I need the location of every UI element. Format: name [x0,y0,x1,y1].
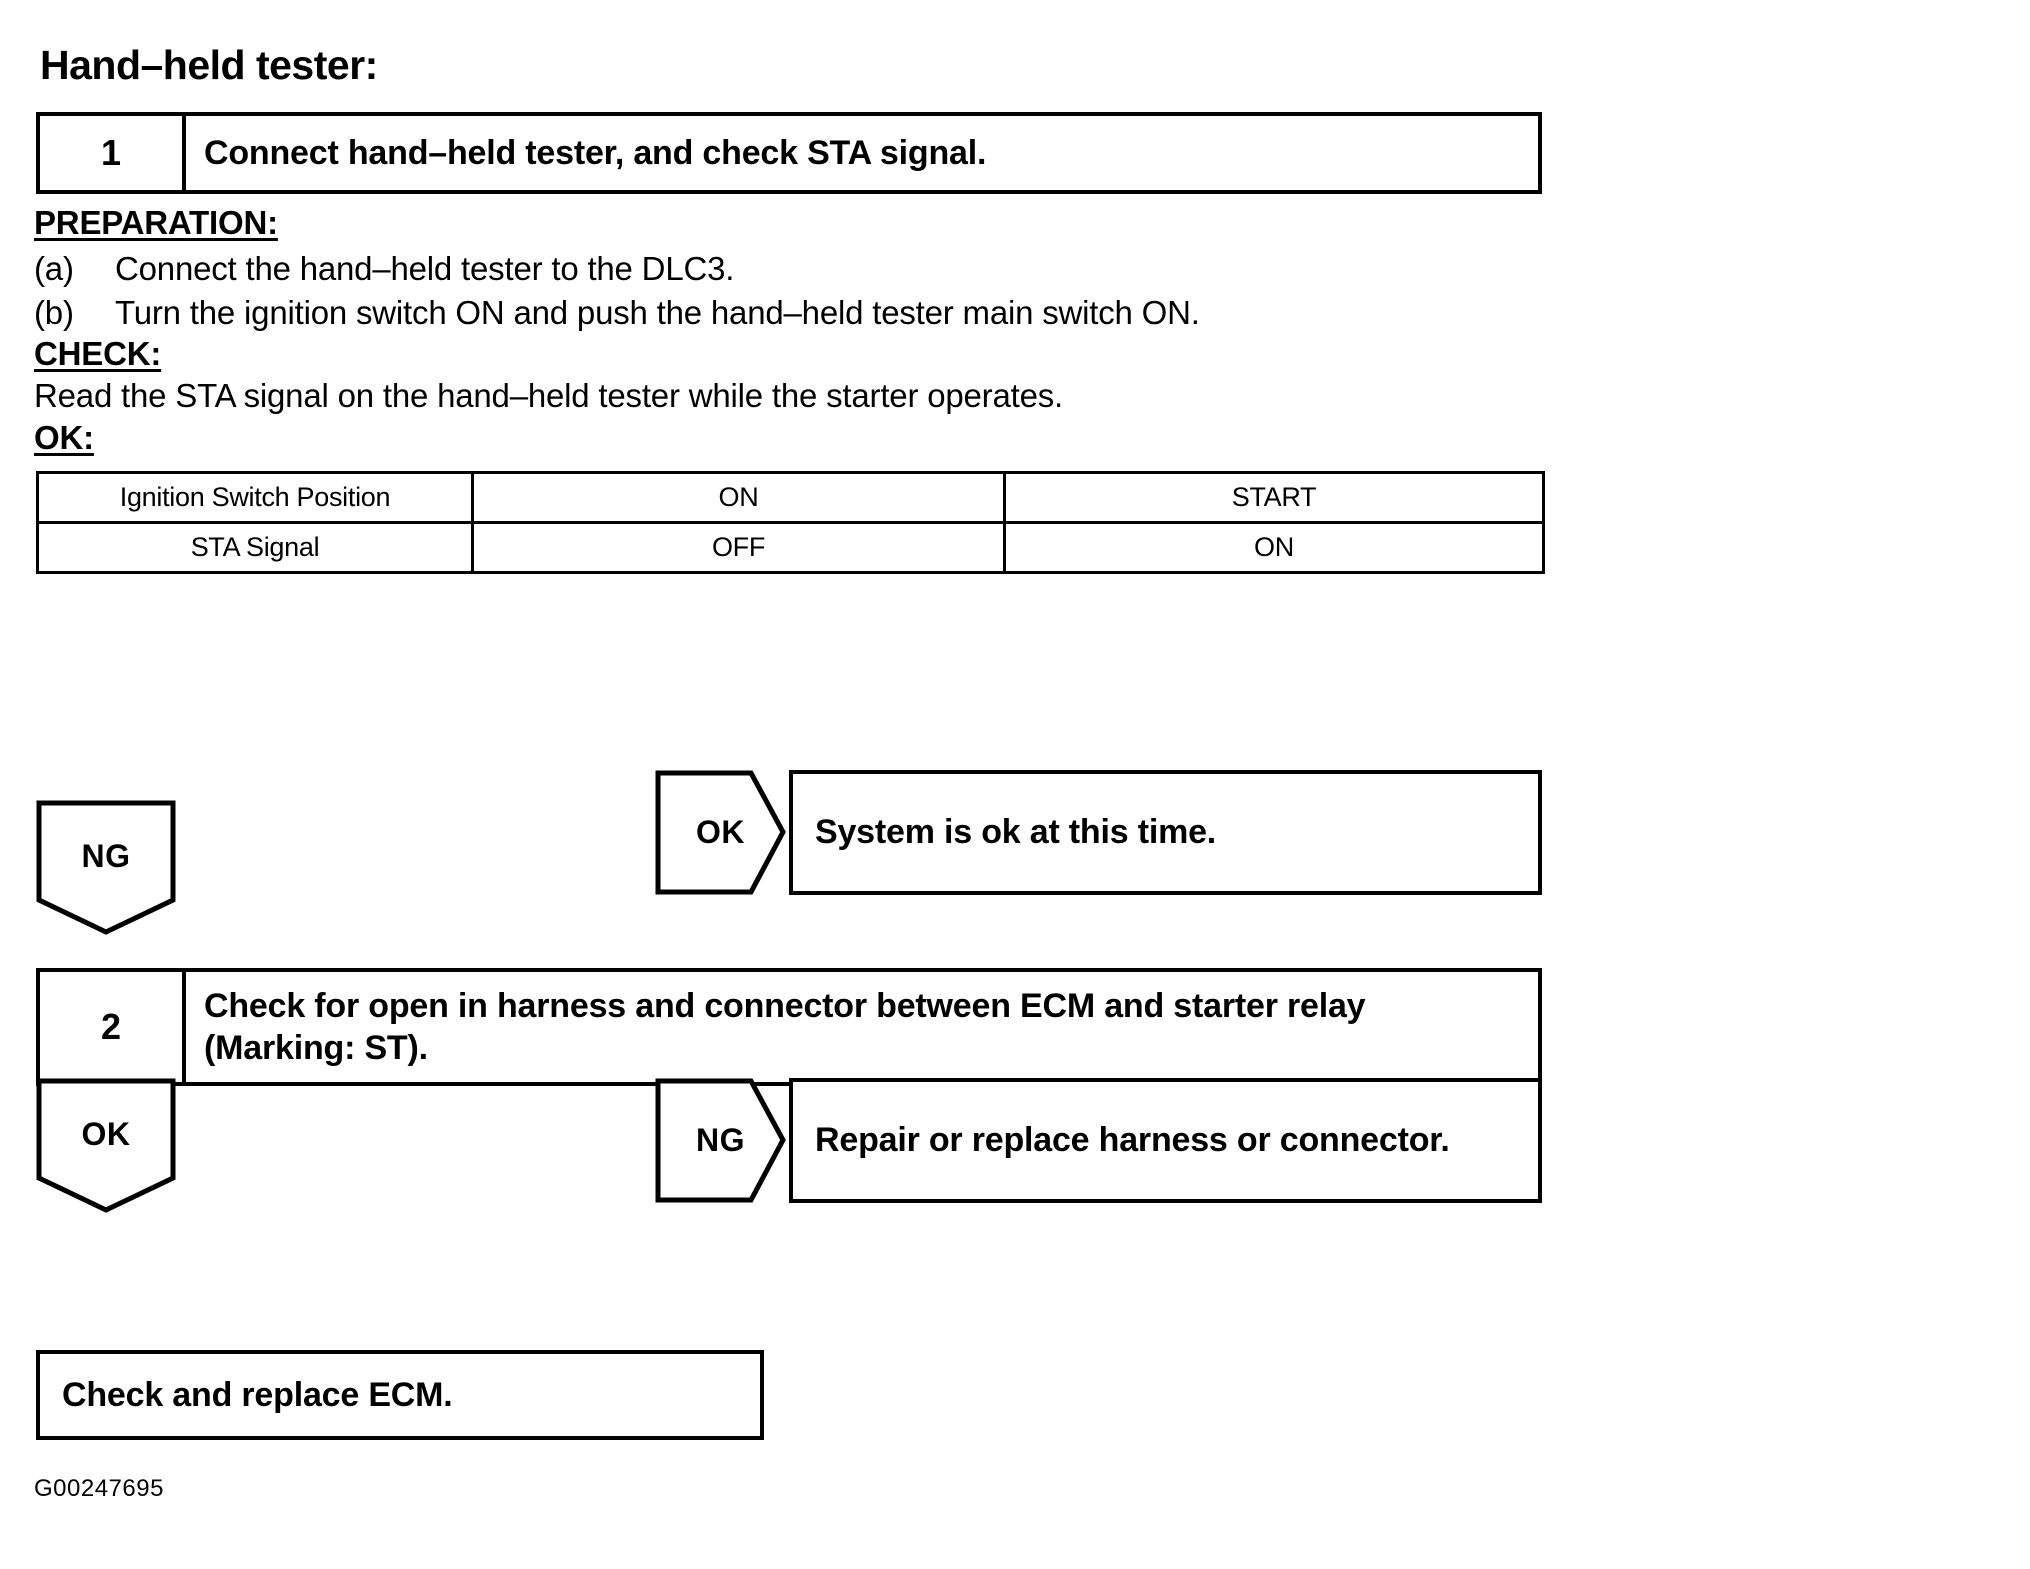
preparation-item-a-marker: (a) [34,250,74,287]
cell-ignition-on: ON [471,471,1006,524]
outcome-system-ok-text: System is ok at this time. [815,813,1217,851]
branch-label-ng: NG [696,1122,745,1158]
step-1-text: Connect hand–held tester, and check STA … [204,133,987,172]
row-header-ignition-switch-position: Ignition Switch Position [36,471,474,524]
outcome-system-ok-box: System is ok at this time. [789,770,1542,895]
page-title: Hand–held tester: [40,42,378,88]
figure-id-label: G00247695 [34,1475,164,1502]
arrow-down-icon [36,800,176,935]
outcome-ecm-box: Check and replace ECM. [36,1350,764,1440]
step-2-box: 2 Check for open in harness and connecto… [36,968,1542,1086]
preparation-item-b-text: Turn the ignition switch ON and push the… [115,294,1200,331]
preparation-label: PREPARATION: [34,204,278,241]
step-2-number: 2 [40,972,186,1082]
branch-label-ok: OK [696,814,745,850]
arrow-right-icon [655,770,786,895]
arrow-right-icon [655,1078,786,1203]
table-row: STA Signal OFF ON [36,521,1545,574]
outcome-repair-box: Repair or replace harness or connector. [789,1078,1542,1203]
row-header-sta-signal: STA Signal [36,521,474,574]
cell-sta-start-column: ON [1003,521,1545,574]
table-row: Ignition Switch Position ON START [36,471,1545,524]
preparation-item-a-text: Connect the hand–held tester to the DLC3… [115,250,735,287]
cell-sta-on-column: OFF [471,521,1006,574]
outcome-ecm-text: Check and replace ECM. [62,1375,453,1414]
preparation-item-b-marker: (b) [34,294,74,331]
check-label: CHECK: [34,335,162,372]
branch-label-ng: NG [81,838,131,874]
branch-label-ok: OK [81,1116,131,1152]
branch-arrow-ng-step1: NG [36,800,176,935]
step-2-text: Check for open in harness and connector … [204,986,1366,1068]
check-text: Read the STA signal on the hand–held tes… [34,377,1064,414]
branch-arrow-ok-step2: OK [36,1078,176,1213]
arrow-down-icon [36,1078,176,1213]
step-1-number: 1 [40,116,186,190]
branch-arrow-ng-step2: NG [655,1078,786,1203]
cell-ignition-start: START [1003,471,1545,524]
sta-signal-result-table: Ignition Switch Position ON START STA Si… [36,471,1545,574]
outcome-repair-text: Repair or replace harness or connector. [815,1121,1450,1159]
ok-label: OK: [34,419,94,456]
branch-arrow-ok-step1: OK [655,770,786,895]
step-1-box: 1 Connect hand–held tester, and check ST… [36,112,1542,194]
